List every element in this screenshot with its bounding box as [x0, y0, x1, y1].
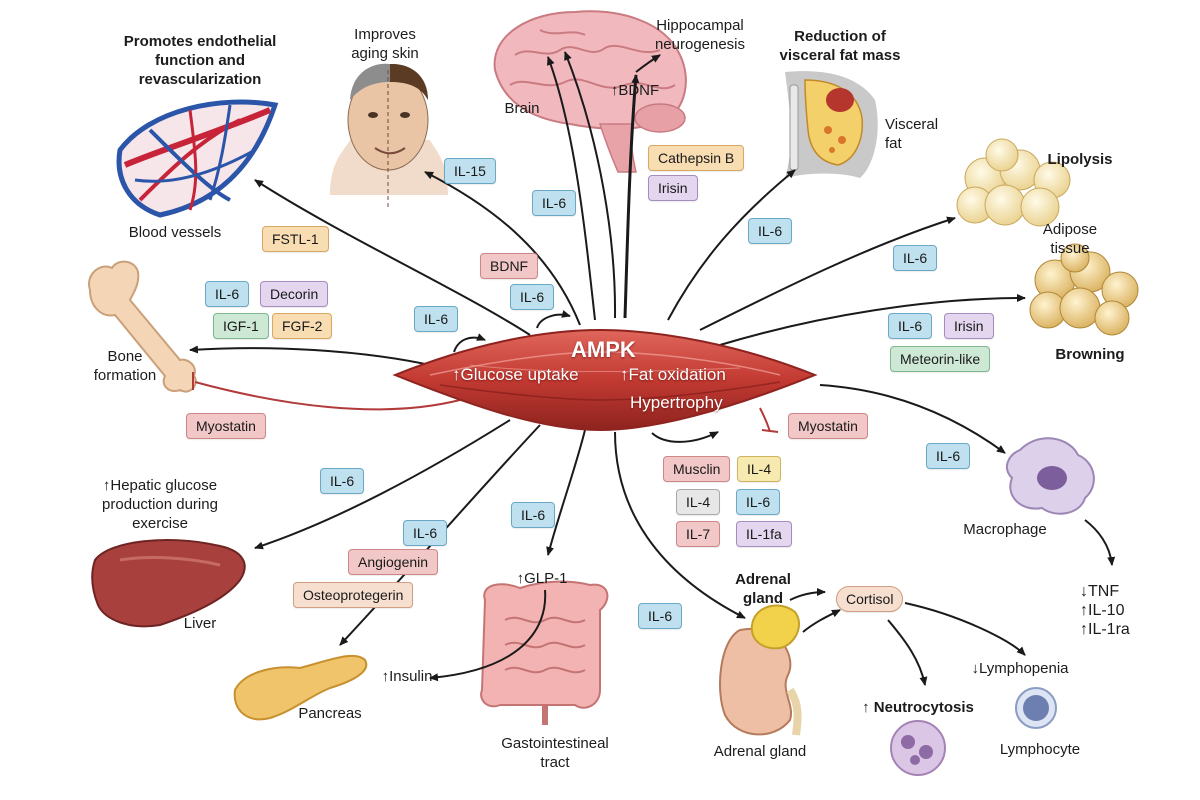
browning-label: Browning	[1055, 346, 1125, 363]
pancreas-illustration	[233, 654, 368, 721]
visceral-fat-illustration	[785, 71, 878, 178]
macrophage-illustration	[1005, 437, 1095, 515]
chip-myostatin-left: Myostatin	[186, 413, 266, 439]
blood-vessels-illustration	[116, 99, 279, 218]
chip-decorin: Decorin	[260, 281, 329, 307]
lymphocyte-label: Lymphocyte	[999, 741, 1081, 758]
bone-illustration	[88, 260, 197, 393]
lymphocyte-illustration	[1015, 687, 1057, 729]
adrenal-heading: Adrenal gland	[735, 571, 791, 607]
chip-meteorin-like: Meteorin-like	[890, 346, 991, 372]
hypertrophy-label: Hypertrophy	[630, 393, 723, 412]
chip-myostatin-right: Myostatin	[788, 413, 868, 439]
chip-osteoprotegerin: Osteoprotegerin	[293, 582, 414, 608]
chip-bdnf: BDNF	[480, 253, 539, 279]
chip-igf1: IGF-1	[213, 313, 269, 339]
bone-formation-label: Bone formation	[93, 348, 157, 384]
chip-il15: IL-15	[444, 158, 496, 184]
neutrocytosis-label: ↑ Neutrocytosis	[862, 699, 974, 716]
adrenal-gland-illustration	[750, 604, 800, 650]
pancreas-label: Pancreas	[298, 705, 362, 722]
chip-il6-gut: IL-6	[511, 502, 556, 528]
macrophage-effects: ↓TNF ↑IL-10 ↑IL-1ra	[1080, 583, 1130, 638]
adrenal-gland-label: Adrenal gland	[713, 743, 807, 760]
chip-il6-center: IL-6	[510, 284, 555, 310]
endothelial-heading: Promotes endothelial function and revasc…	[123, 33, 277, 88]
hepatic-heading: ↑Hepatic glucose production during exerc…	[102, 477, 218, 532]
chip-il6-grid: IL-6	[736, 489, 781, 515]
cortisol-badge: Cortisol	[836, 586, 904, 612]
chip-il6-autocrine: IL-6	[414, 306, 459, 332]
gut-label: Gastointestineal tract	[501, 735, 609, 771]
chip-il6-lipolysis: IL-6	[893, 245, 938, 271]
hippocampal-heading: Hippocampal neurogenesis	[654, 17, 746, 53]
chip-il6-bone: IL-6	[205, 281, 250, 307]
chip-il6-brain: IL-6	[532, 190, 577, 216]
chip-fgf2: FGF-2	[272, 313, 333, 339]
chip-fstl1: FSTL-1	[262, 226, 329, 252]
skeletal-muscle-illustration	[392, 328, 818, 432]
face-illustration	[330, 63, 448, 210]
ampk-label: AMPK	[571, 337, 636, 362]
inhibition-lines	[192, 372, 779, 433]
chip-il4-b: IL-4	[676, 489, 721, 515]
bdnf-up-label: ↑BDNF	[610, 82, 660, 99]
blood-vessels-label: Blood vessels	[128, 224, 222, 241]
chip-il6-browning: IL-6	[888, 313, 933, 339]
fat-oxidation-label: ↑Fat oxidation	[620, 365, 726, 384]
chip-il6-pancreas: IL-6	[403, 520, 448, 546]
lymphopenia-label: ↓Lymphopenia	[971, 660, 1069, 677]
chip-il1fa: IL-1fa	[736, 521, 792, 547]
skin-heading: Improves aging skin	[351, 26, 419, 62]
brain-label: Brain	[504, 100, 540, 117]
macrophage-label: Macrophage	[963, 521, 1047, 538]
adipose-lipolysis-illustration	[956, 138, 1071, 227]
neutrophil-illustration	[890, 720, 946, 776]
chip-il4-a: IL-4	[737, 456, 782, 482]
intestine-illustration	[480, 580, 609, 725]
visceral-fat-label: Visceral fat	[885, 116, 939, 152]
glp1-label: ↑GLP-1	[516, 570, 568, 587]
adipose-browning-illustration	[1029, 243, 1139, 336]
liver-illustration	[91, 539, 246, 628]
chip-irisin-brain: Irisin	[648, 175, 698, 201]
brain-illustration	[493, 10, 687, 173]
lipolysis-label: Lipolysis	[1047, 151, 1113, 168]
chip-musclin: Musclin	[663, 456, 731, 482]
liver-label: Liver	[183, 615, 217, 632]
chip-il6-macrophage: IL-6	[926, 443, 971, 469]
chip-il6-visceral: IL-6	[748, 218, 793, 244]
chip-il7: IL-7	[676, 521, 721, 547]
chip-cathepsin-b: Cathepsin B	[648, 145, 745, 171]
adipose-tissue-label: Adipose tissue	[1042, 221, 1098, 257]
visceral-heading: Reduction of visceral fat mass	[779, 28, 901, 64]
glucose-uptake-label: ↑Glucose uptake	[452, 365, 579, 384]
chip-angiogenin: Angiogenin	[348, 549, 439, 575]
insulin-label: ↑Insulin	[381, 668, 433, 685]
chip-irisin-browning: Irisin	[944, 313, 994, 339]
chip-il6-liver: IL-6	[320, 468, 365, 494]
chip-il6-adrenal: IL-6	[638, 603, 683, 629]
